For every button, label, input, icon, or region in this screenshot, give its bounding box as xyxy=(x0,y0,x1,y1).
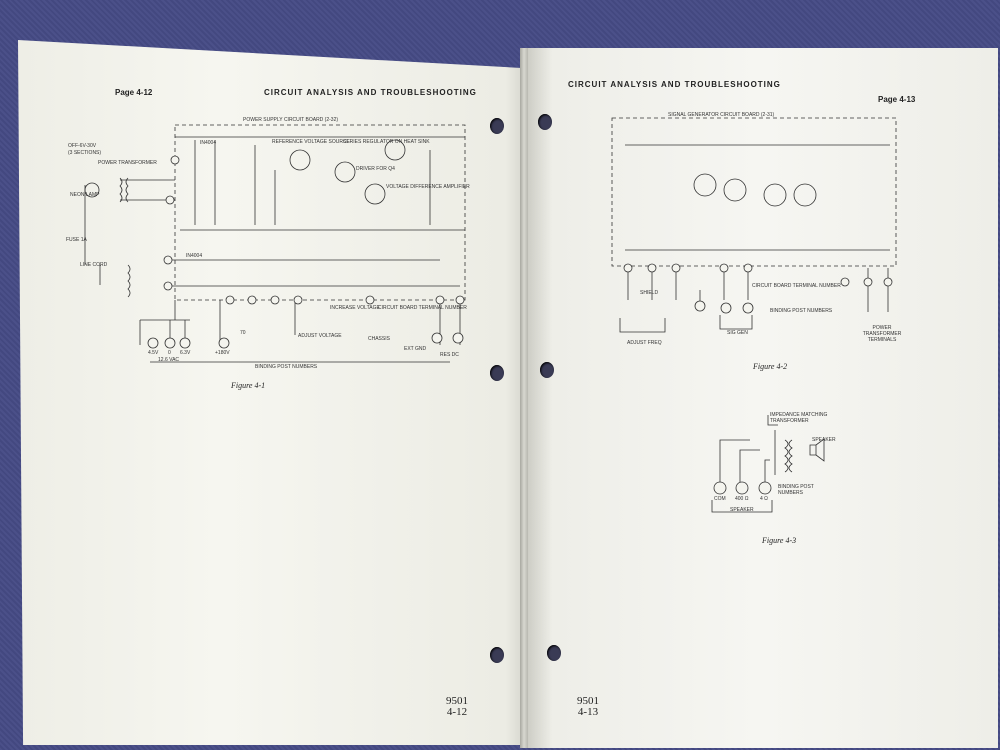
right-page-number: Page 4-13 xyxy=(878,95,916,104)
label-circuit-board-terminal-right: CIRCUIT BOARD TERMINAL NUMBER xyxy=(752,283,841,289)
label-adjust-freq: ADJUST FREQ xyxy=(627,340,662,346)
label-driver: DRIVER FOR Q4 xyxy=(356,166,395,172)
label-vac: 12.6 VAC xyxy=(158,357,180,363)
binder-spine xyxy=(520,48,528,748)
label-binding-post-right: BINDING POST NUMBERS xyxy=(770,308,833,314)
label-sections: (3 SECTIONS) xyxy=(68,150,102,156)
label-chassis: CHASSIS xyxy=(368,336,390,342)
label-power-transformer: POWER TRANSFORMER xyxy=(98,160,157,166)
figure-4-2-caption: Figure 4-2 xyxy=(753,362,788,371)
label-line-cord: LINE CORD xyxy=(80,262,108,268)
label-reference-voltage: REFERENCE VOLTAGE SOURCE xyxy=(272,139,350,145)
right-footer: 9501 4-13 xyxy=(577,696,599,718)
label-v180: +180V xyxy=(215,350,230,356)
label-4-ohm: 4 Ω xyxy=(760,496,768,502)
label-v45: 4.5V xyxy=(148,350,159,356)
punch-hole-right-mid xyxy=(540,362,554,378)
label-com: COM xyxy=(714,496,726,502)
label-fuse: FUSE 1A xyxy=(66,237,87,243)
signal-generator-board-title: SIGNAL GENERATOR CIRCUIT BOARD (2-31) xyxy=(668,112,775,118)
label-ext-gnd: EXT GND xyxy=(404,346,427,352)
label-power-transformer-terminals: POWER TRANSFORMER TERMINALS xyxy=(862,325,902,343)
label-impedance-transformer: IMPEDANCE MATCHING TRANSFORMER xyxy=(770,412,828,424)
left-footer-page: 4-12 xyxy=(446,706,468,718)
punch-hole-left-bottom xyxy=(490,647,504,663)
label-shield: SHIELD xyxy=(640,290,659,296)
figure-4-1-caption: Figure 4-1 xyxy=(231,381,266,390)
label-diode-d5: IN4004 xyxy=(186,253,203,259)
label-off-6v-30v: OFF-6V-30V xyxy=(68,143,97,149)
label-series-regulator: SERIES REGULATOR ON HEAT SINK xyxy=(343,139,430,145)
label-adjust-voltage: ADJUST VOLTAGE xyxy=(298,333,342,339)
left-page-number: Page 4-12 xyxy=(115,88,153,97)
label-v70: 70 xyxy=(240,330,246,336)
label-binding-post-fig3: BINDING POST NUMBERS xyxy=(778,484,814,496)
left-page xyxy=(18,40,526,745)
label-circuit-board-terminal: CIRCUIT BOARD TERMINAL NUMBER xyxy=(378,305,467,311)
left-footer-code: 9501 xyxy=(446,695,468,707)
punch-hole-right-top xyxy=(538,114,552,130)
label-speaker-right: SPEAKER xyxy=(812,437,836,443)
label-v63: 6.3V xyxy=(180,350,191,356)
left-footer: 9501 4-12 xyxy=(446,696,468,718)
label-speaker-bottom: SPEAKER xyxy=(730,507,754,513)
right-footer-code: 9501 xyxy=(577,695,599,707)
label-increase-voltage: INCREASE VOLTAGE xyxy=(330,305,380,311)
right-footer-page: 4-13 xyxy=(577,706,599,718)
punch-hole-left-mid xyxy=(490,365,504,381)
label-sig-gen: SIG GEN xyxy=(727,330,748,336)
label-neon-lamp: NEON LAMP xyxy=(70,192,100,198)
figure-4-3-caption: Figure 4-3 xyxy=(762,536,797,545)
punch-hole-left-top xyxy=(490,118,504,134)
label-binding-post-numbers: BINDING POST NUMBERS xyxy=(255,364,318,370)
left-page-header: CIRCUIT ANALYSIS AND TROUBLESHOOTING xyxy=(264,88,477,97)
punch-hole-right-bottom xyxy=(547,645,561,661)
right-page xyxy=(524,48,998,748)
label-diode-d1: IN4004 xyxy=(200,140,217,146)
power-supply-board-title: POWER SUPPLY CIRCUIT BOARD (2-32) xyxy=(243,117,339,123)
label-v0: 0 xyxy=(168,350,171,356)
label-voltage-amp: VOLTAGE DIFFERENCE AMPLIFIER xyxy=(386,184,470,190)
label-res-dc: RES DC xyxy=(440,352,459,358)
right-page-header: CIRCUIT ANALYSIS AND TROUBLESHOOTING xyxy=(568,80,781,89)
label-400-ohm: 400 Ω xyxy=(735,496,749,502)
